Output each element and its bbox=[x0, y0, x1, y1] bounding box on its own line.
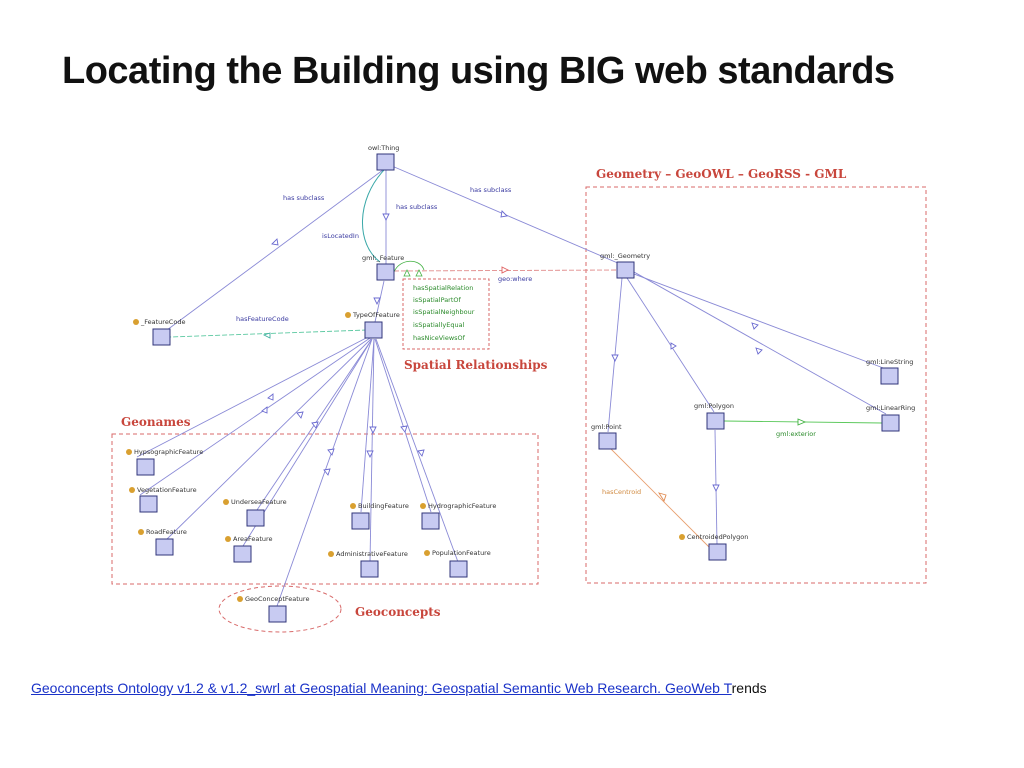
geoconcepts-group-ellipse bbox=[218, 585, 342, 633]
relation-item: isSpatialNeighbour bbox=[413, 308, 475, 316]
edge-tf-hypso bbox=[136, 335, 371, 458]
edge-tf-population bbox=[375, 338, 459, 563]
svg-text:GeoConceptFeature: GeoConceptFeature bbox=[245, 595, 309, 603]
svg-text:UnderseaFeature: UnderseaFeature bbox=[231, 498, 287, 506]
node-area: AreaFeature bbox=[225, 535, 273, 563]
source-caption-rest: rends bbox=[731, 680, 767, 696]
svg-text:VegetationFeature: VegetationFeature bbox=[137, 486, 197, 494]
node-geoconcept: GeoConceptFeature bbox=[237, 595, 309, 623]
edge-hascentroid bbox=[610, 448, 711, 549]
node-linestring: gml:LineString bbox=[866, 358, 913, 385]
label-geowhere: geo:where bbox=[498, 275, 532, 283]
edge-geometry-linestring bbox=[633, 273, 887, 370]
svg-text:PopulationFeature: PopulationFeature bbox=[432, 549, 491, 557]
source-caption: Geoconcepts Ontology v1.2 & v1.2_swrl at… bbox=[31, 680, 767, 696]
spatial-relations-box bbox=[402, 278, 490, 350]
nodes: owl:Thing gml:_Feature gml:_Geometry _Fe… bbox=[126, 144, 915, 623]
node-building: BuildingFeature bbox=[350, 502, 409, 530]
label-gmlexterior: gml:exterior bbox=[776, 430, 816, 438]
node-linearring: gml:LinearRing bbox=[866, 404, 915, 432]
relation-item: hasSpatialRelation bbox=[413, 284, 473, 292]
svg-text:RoadFeature: RoadFeature bbox=[146, 528, 187, 536]
geometry-group-title: Geometry – GeoOWL – GeoRSS - GML bbox=[596, 167, 847, 181]
label-hascentroid: hasCentroid bbox=[602, 488, 641, 496]
spatial-relation-list: hasSpatialRelation isSpatialPartOf isSpa… bbox=[413, 284, 475, 342]
node-admin: AdministrativeFeature bbox=[328, 550, 408, 578]
edge-feature-typefeature bbox=[374, 280, 385, 323]
svg-text:BuildingFeature: BuildingFeature bbox=[358, 502, 409, 510]
slide-title: Locating the Building using BIG web stan… bbox=[62, 50, 895, 92]
edge-tf-admin bbox=[369, 338, 375, 563]
geonames-group-box bbox=[111, 433, 539, 585]
relation-item: isSpatiallyEqual bbox=[413, 321, 465, 329]
edge-tf-geoconcept bbox=[276, 338, 373, 607]
label-has-subclass-right: has subclass bbox=[470, 186, 512, 194]
geowhere-arrow bbox=[501, 266, 510, 274]
edge-thing-featurecode bbox=[166, 169, 384, 331]
edge-geometry-polygon bbox=[626, 277, 715, 413]
svg-text:HydrographicFeature: HydrographicFeature bbox=[428, 502, 496, 510]
svg-text:gml:_Feature: gml:_Feature bbox=[362, 254, 404, 262]
edge-tf-building bbox=[360, 338, 375, 513]
svg-text:TypeOfFeature: TypeOfFeature bbox=[352, 311, 400, 319]
node-gml-geometry: gml:_Geometry bbox=[600, 252, 650, 279]
node-undersea: UnderseaFeature bbox=[223, 498, 287, 527]
svg-text:gml:LinearRing: gml:LinearRing bbox=[866, 404, 915, 412]
node-gml-feature: gml:_Feature bbox=[362, 254, 404, 281]
edge-tf-hydro bbox=[374, 338, 432, 513]
node-vegetation: VegetationFeature bbox=[129, 486, 197, 513]
spatial-self-loop bbox=[393, 260, 425, 273]
node-polygon: gml:Polygon bbox=[694, 402, 734, 430]
svg-text:AreaFeature: AreaFeature bbox=[233, 535, 273, 543]
svg-text:AdministrativeFeature: AdministrativeFeature bbox=[336, 550, 408, 558]
edge-arrowheads bbox=[261, 210, 763, 493]
hasfeaturecode-arrow bbox=[262, 332, 271, 339]
node-hydro: HydrographicFeature bbox=[420, 502, 496, 530]
node-centroided: CentroidedPolygon bbox=[679, 533, 748, 561]
label-islocatedin: isLocatedIn bbox=[322, 232, 359, 240]
svg-text:gml:_Geometry: gml:_Geometry bbox=[600, 252, 650, 260]
relation-item: isSpatialPartOf bbox=[413, 296, 462, 304]
svg-text:owl:Thing: owl:Thing bbox=[368, 144, 399, 152]
node-population: PopulationFeature bbox=[424, 549, 491, 578]
edge-islocatedin bbox=[362, 169, 385, 263]
node-point: gml:Point bbox=[591, 423, 622, 450]
label-has-subclass-left: has subclass bbox=[283, 194, 325, 202]
label-has-subclass-mid: has subclass bbox=[396, 203, 438, 211]
node-road: RoadFeature bbox=[138, 528, 187, 556]
node-typefeature: TypeOfFeature bbox=[345, 311, 400, 339]
geonames-group-title: Geonames bbox=[121, 415, 191, 429]
node-owl-thing: owl:Thing bbox=[368, 144, 399, 171]
relation-item: hasNiceViewsOf bbox=[413, 334, 466, 342]
node-hypso: HypsographicFeature bbox=[126, 448, 203, 476]
svg-text:_FeatureCode: _FeatureCode bbox=[140, 318, 185, 326]
edge-geometry-linearring bbox=[633, 271, 887, 415]
edge-tf-road bbox=[165, 338, 372, 541]
geometry-group-box bbox=[585, 186, 927, 584]
spatial-relationships-title: Spatial Relationships bbox=[404, 358, 548, 372]
node-featurecode: _FeatureCode bbox=[133, 318, 185, 346]
svg-text:gml:LineString: gml:LineString bbox=[866, 358, 913, 366]
label-hasfeaturecode: hasFeatureCode bbox=[236, 315, 289, 323]
svg-text:gml:Polygon: gml:Polygon bbox=[694, 402, 734, 410]
svg-text:gml:Point: gml:Point bbox=[591, 423, 622, 431]
source-link[interactable]: Geoconcepts Ontology v1.2 & v1.2_swrl at… bbox=[31, 680, 732, 696]
geoconcepts-group-title: Geoconcepts bbox=[355, 605, 441, 619]
svg-text:CentroidedPolygon: CentroidedPolygon bbox=[687, 533, 748, 541]
edge-tf-vegetation bbox=[139, 337, 371, 496]
svg-text:HypsographicFeature: HypsographicFeature bbox=[134, 448, 203, 456]
